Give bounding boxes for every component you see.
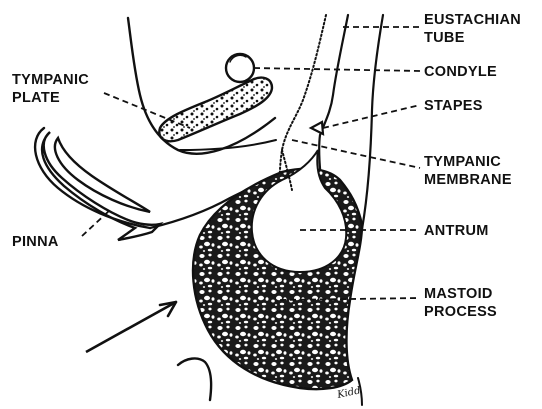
label-tympanic-membrane-line1: TYMPANIC (424, 154, 501, 170)
artist-signature: Kidd (335, 385, 361, 401)
eustachian-tube-inner-wall (319, 15, 348, 190)
label-antrum: ANTRUM (424, 223, 489, 239)
condyle (226, 54, 254, 82)
lower-tissue-curve-left (178, 358, 211, 400)
label-eustachian-tube-line1: EUSTACHIAN (424, 12, 521, 28)
pointer-arrow-shaft (86, 302, 176, 352)
pinna (42, 132, 160, 240)
label-eustachian-tube-line2: TUBE (424, 30, 465, 46)
label-pinna: PINNA (12, 234, 59, 250)
label-mastoid-process-line2: PROCESS (424, 304, 497, 320)
label-tympanic-plate-line1: TYMPANIC (12, 72, 89, 88)
label-tympanic-plate-line2: PLATE (12, 90, 60, 106)
label-mastoid-process-line1: MASTOID (424, 286, 493, 302)
label-stapes: STAPES (424, 98, 483, 114)
label-tympanic-membrane-line2: MEMBRANE (424, 172, 512, 188)
stapes (311, 122, 323, 134)
pinna-leader (82, 210, 110, 236)
label-condyle: CONDYLE (424, 64, 497, 80)
ear-canal-roof (180, 140, 276, 150)
eustachian-tube-outer-wall (360, 15, 383, 240)
